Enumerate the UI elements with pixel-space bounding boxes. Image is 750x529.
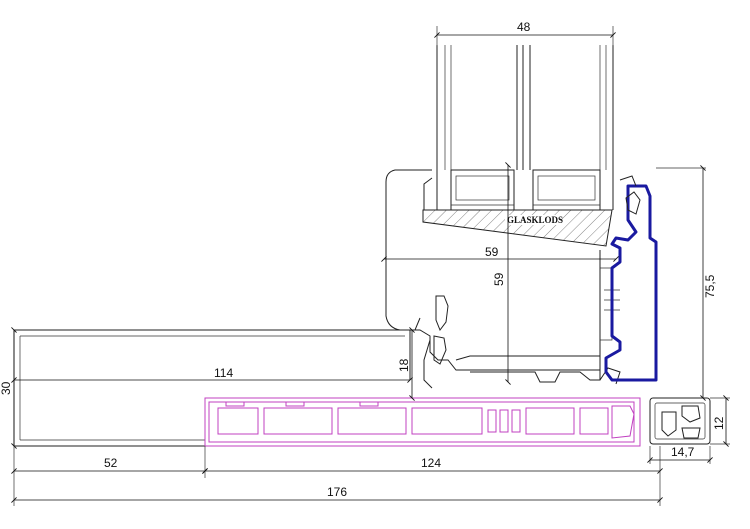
dim-frame-depth: 59 xyxy=(485,245,499,259)
dim-bottom-left: 52 xyxy=(104,456,118,470)
dimensions: 48 59 59 75,5 12 14,7 114 30 18 xyxy=(0,20,730,506)
dim-frame-height: 59 xyxy=(492,272,506,286)
sash-frame xyxy=(385,169,621,389)
dim-small-height: 12 xyxy=(712,416,726,430)
dim-sill-thickness: 30 xyxy=(0,381,13,395)
dim-bottom-right: 124 xyxy=(421,456,441,470)
dim-glass-width: 48 xyxy=(517,20,531,34)
sill-profile xyxy=(204,397,641,447)
glasklods-label: GLASKLODS xyxy=(507,215,563,225)
frame-gasket-profile xyxy=(604,175,658,382)
end-cap-profile xyxy=(649,397,711,445)
dim-bottom-total: 176 xyxy=(327,485,347,499)
dim-small-width: 14,7 xyxy=(671,445,695,459)
dim-side-height: 75,5 xyxy=(703,274,717,298)
dim-sill-step: 18 xyxy=(397,358,411,372)
glazing-block: GLASKLODS xyxy=(422,209,613,247)
dim-sill-width: 114 xyxy=(214,366,233,380)
glass-unit xyxy=(436,45,614,211)
sill-board xyxy=(13,329,411,447)
